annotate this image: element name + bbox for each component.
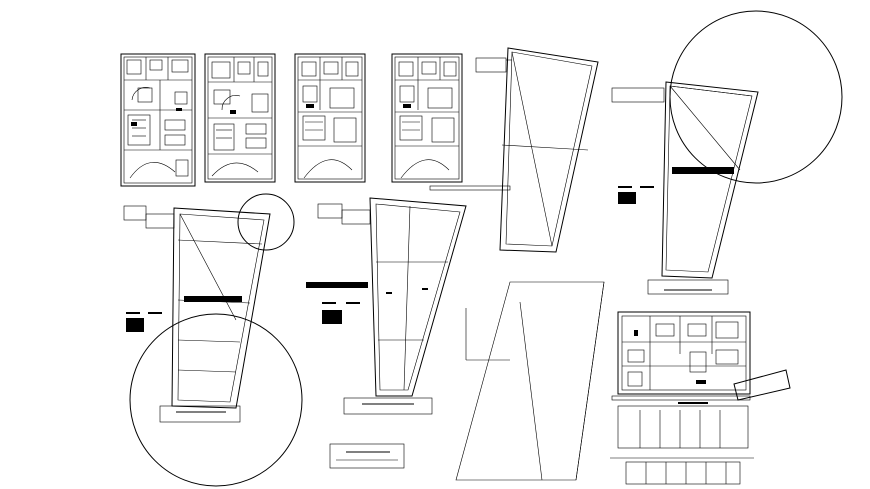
- floor-plan-2: [204, 53, 276, 183]
- plot-lower-right-grid: [455, 281, 605, 481]
- floor-plan-4: [391, 53, 463, 183]
- plot-outline-top: [429, 47, 599, 253]
- building-plan-lower-right: [610, 311, 791, 485]
- plot-left-circle: [123, 193, 303, 487]
- floor-plan-1: [120, 53, 196, 187]
- plot-outline-circle: [611, 10, 843, 295]
- plot-center: [306, 197, 467, 469]
- floor-plan-3: [294, 53, 366, 183]
